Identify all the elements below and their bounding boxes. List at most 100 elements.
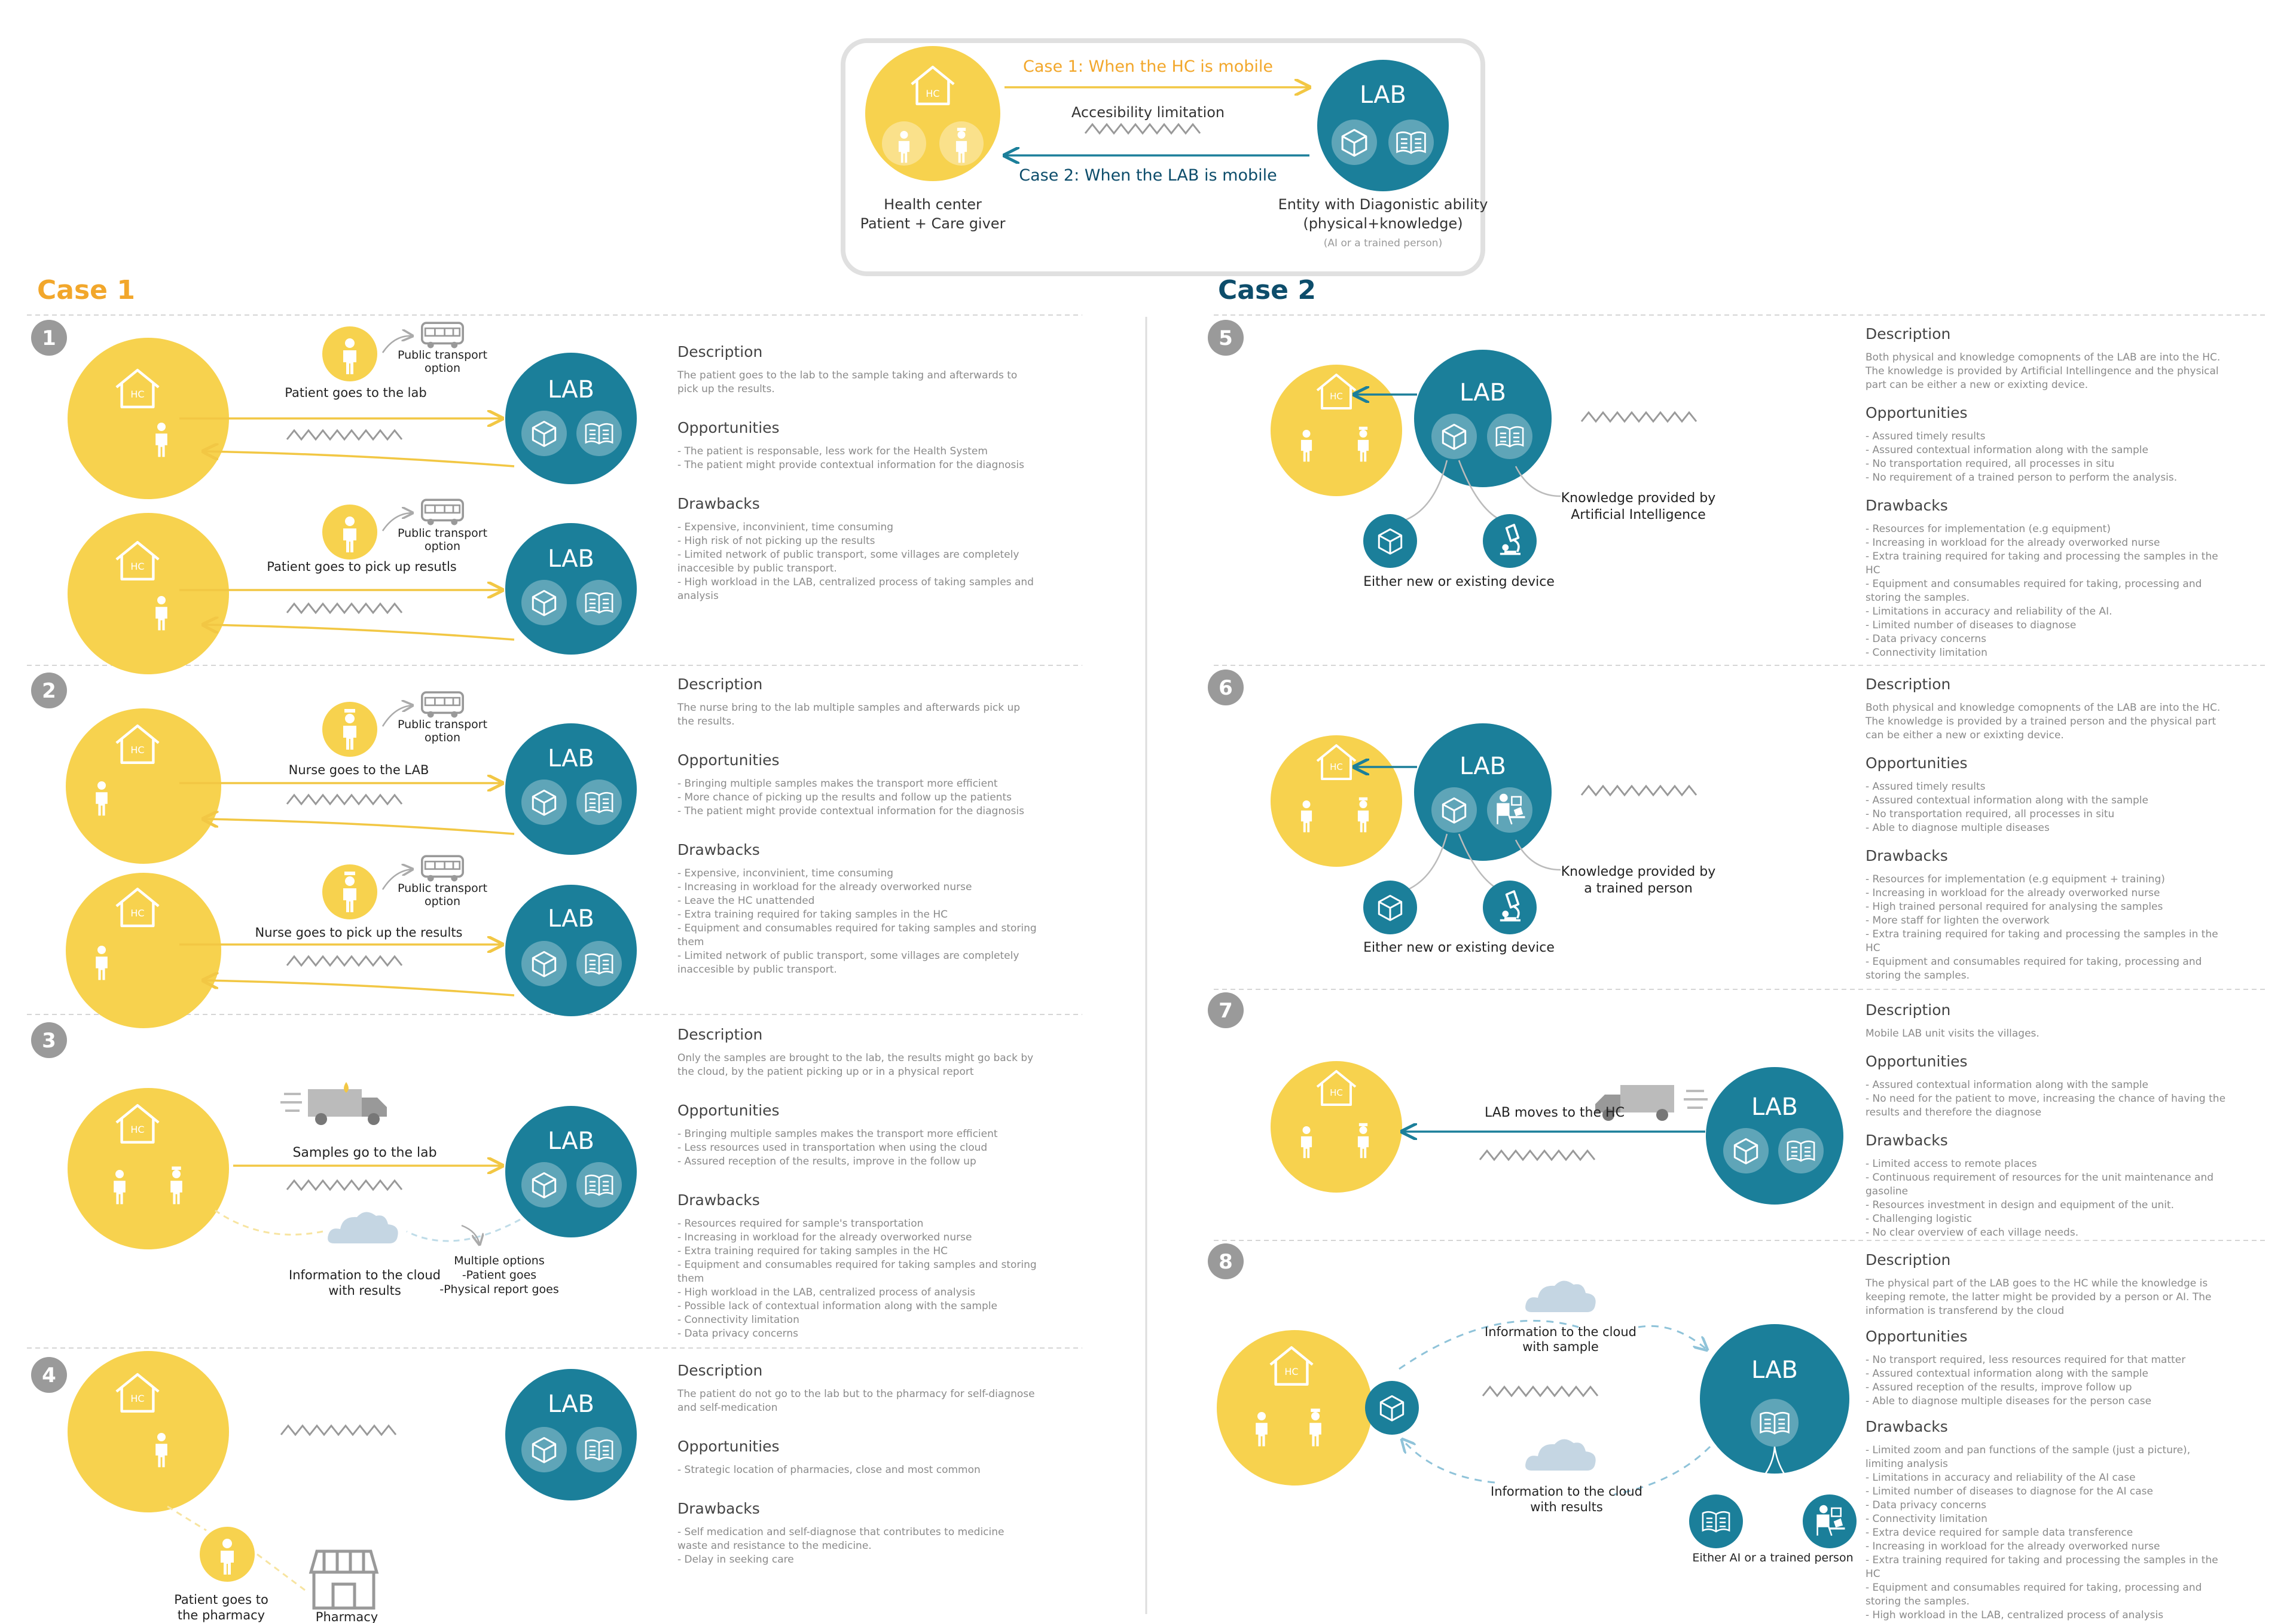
scenario-5-diagram: HC LAB Either new or existing device Kno… [1271, 350, 1715, 589]
hc-tag: HC [130, 1124, 144, 1135]
s3-drawbacks: - Resources required for sample's transp… [677, 1218, 1037, 1340]
lab-tag: LAB [548, 545, 594, 573]
hc-tag: HC [130, 1393, 144, 1404]
s7-description: Mobile LAB unit visits the villages. [1866, 1028, 2039, 1040]
s4-pharmacy-label: Pharmacy [316, 1610, 378, 1623]
scenario-7-text: Description Mobile LAB unit visits the v… [1866, 1001, 2236, 1240]
description-heading: Description [677, 343, 763, 360]
scenario-2-text: Description The nurse bring to the lab m… [677, 676, 1048, 977]
public-transport-label-2d: option [425, 895, 460, 908]
scenario-4-text: Description The patient do not go to the… [677, 1362, 1048, 1567]
description-heading: Description [677, 1026, 763, 1043]
legend-lab-tag: LAB [1360, 81, 1406, 109]
s6-knowledge-label-2: a trained person [1584, 881, 1693, 896]
scenario-number-4: 4 [42, 1364, 56, 1387]
drawbacks-heading: Drawbacks [677, 1500, 760, 1517]
legend-lab-sub: (physical+knowledge) [1303, 215, 1463, 232]
lab-tag: LAB [548, 1390, 594, 1418]
legend-case1-arrow-label: Case 1: When the HC is mobile [1023, 57, 1273, 76]
lab-tag: LAB [1460, 379, 1506, 406]
s1-description: The patient goes to the lab to the sampl… [677, 369, 1018, 395]
description-heading: Description [1866, 325, 1951, 343]
scenario-6-diagram: HC LAB Either new or existing device Kno… [1271, 723, 1715, 955]
s6-opportunities: - Assured timely results - Assured conte… [1866, 781, 2148, 834]
drawbacks-heading: Drawbacks [1866, 497, 1948, 514]
hc-tag: HC [1330, 1087, 1343, 1098]
s6-device-label: Either new or existing device [1363, 940, 1555, 955]
s5-knowledge-label-2: Artificial Intelligence [1571, 508, 1706, 522]
hc-tag: HC [130, 744, 144, 756]
scenario-3-diagram: HC LAB Samples go to the lab Information… [68, 1082, 637, 1298]
s1-opportunities: - The patient is responsable, less work … [677, 445, 1024, 471]
lab-tag: LAB [1751, 1093, 1798, 1121]
public-transport-label-1a: Public transport [398, 349, 487, 362]
scenario-2-diagram: HC LAB Public transport option Nurse goe… [66, 691, 637, 1028]
lab-tag: LAB [548, 376, 594, 404]
description-heading: Description [1866, 1251, 1951, 1269]
lab-tag: LAB [1751, 1356, 1798, 1384]
s8-opportunities: - No transport required, less resources … [1866, 1354, 2186, 1407]
case2-heading: Case 2 [1218, 275, 1316, 305]
s5-opportunities: - Assured timely results - Assured conte… [1866, 430, 2178, 484]
s2b-caption: Nurse goes to pick up the results [255, 925, 462, 940]
s7-caption: LAB moves to the HC [1485, 1105, 1625, 1120]
s8-either-label: Either AI or a trained person [1692, 1551, 1853, 1564]
opportunities-heading: Opportunities [1866, 1328, 1968, 1345]
s8-cloud-bottom-label-2: with results [1530, 1500, 1603, 1514]
lab-tag: LAB [548, 1127, 594, 1155]
s4-description: The patient do not go to the lab but to … [677, 1388, 1035, 1414]
legend-hc-sub: Patient + Care giver [860, 215, 1006, 232]
s5-device-label: Either new or existing device [1363, 574, 1555, 589]
public-transport-label-2c: Public transport [398, 882, 487, 895]
scenario-3-text: Description Only the samples are brought… [677, 1026, 1048, 1341]
drawbacks-heading: Drawbacks [677, 841, 760, 858]
hc-tag: HC [130, 561, 144, 572]
public-transport-label-2b: option [425, 731, 460, 744]
s5-description: Both physical and knowledge comopnents o… [1866, 352, 2221, 391]
legend-lab-label: Entity with Diagonistic ability [1278, 196, 1488, 213]
opportunities-heading: Opportunities [677, 1102, 780, 1119]
hc-tag: HC [1330, 762, 1343, 772]
opportunities-heading: Opportunities [677, 751, 780, 769]
opportunities-heading: Opportunities [677, 1438, 780, 1455]
s4-patient-label-1: Patient goes to [174, 1593, 268, 1607]
scenario-1-diagram: HC LAB Public transport option Patient g… [68, 322, 637, 674]
s3-multi-label-3: -Physical report goes [439, 1283, 559, 1296]
legend-case2-arrow-label: Case 2: When the LAB is mobile [1019, 166, 1277, 185]
s3-cloud-label-2: with results [328, 1283, 401, 1298]
s8-cloud-bottom-label-1: Information to the cloud [1491, 1484, 1642, 1499]
drawbacks-heading: Drawbacks [1866, 847, 1948, 864]
scenario-8-text: Description The physical part of the LAB… [1866, 1251, 2236, 1622]
opportunities-heading: Opportunities [1866, 1053, 1968, 1070]
public-transport-label-1b: option [425, 362, 460, 375]
s6-drawbacks: - Resources for implementation (e.g equi… [1866, 873, 2218, 982]
public-transport-label-1d: option [425, 540, 460, 553]
opportunities-heading: Opportunities [1866, 754, 1968, 772]
scenario-7-diagram: HC LAB LAB moves to the HC [1271, 1061, 1843, 1205]
public-transport-label-2a: Public transport [398, 718, 487, 731]
s4-drawbacks: - Self medication and self-diagnose that… [677, 1526, 1004, 1566]
scenario-8-diagram: HC LAB Information to the cloud with sam… [1217, 1280, 1857, 1564]
s2-drawbacks: - Expensive, inconvinient, time consumin… [677, 867, 1037, 976]
s8-cloud-top-label-2: with sample [1522, 1340, 1599, 1354]
s2a-caption: Nurse goes to the LAB [289, 763, 429, 777]
s2-description: The nurse bring to the lab multiple samp… [677, 702, 1021, 728]
scenario-number-7: 7 [1219, 999, 1233, 1023]
s4-patient-label-2: the pharmacy [178, 1608, 265, 1622]
lab-tag: LAB [548, 745, 594, 772]
s1a-caption: Patient goes to the lab [285, 386, 426, 400]
s6-description: Both physical and knowledge comopnents o… [1866, 702, 2221, 741]
scenario-6-text: Description Both physical and knowledge … [1866, 676, 2236, 983]
s1-drawbacks: - Expensive, inconvinient, time consumin… [677, 521, 1034, 602]
s2-opportunities: - Bringing multiple samples makes the tr… [677, 778, 1024, 817]
hc-tag: HC [130, 907, 144, 919]
scenario-number-2: 2 [42, 679, 56, 703]
s3-caption: Samples go to the lab [292, 1145, 436, 1160]
scenario-number-8: 8 [1219, 1250, 1233, 1274]
scenario-number-3: 3 [42, 1029, 56, 1053]
legend-access-label: Accesibility limitation [1071, 104, 1225, 121]
hc-tag: HC [1330, 391, 1343, 402]
lab-tag: LAB [548, 905, 594, 933]
hc-tag: HC [1284, 1366, 1298, 1377]
